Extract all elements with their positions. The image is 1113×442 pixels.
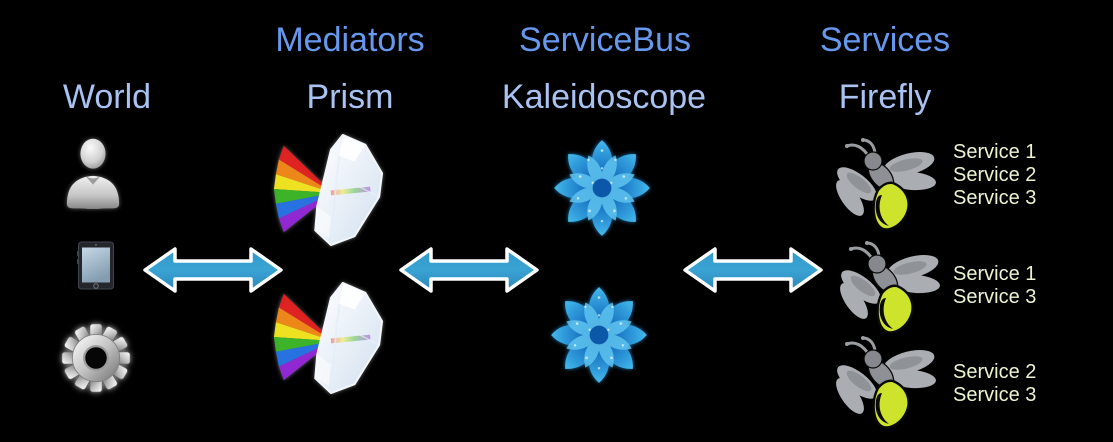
- firefly-heading: Firefly: [838, 78, 932, 116]
- double-arrow-world-mediators: [141, 245, 285, 295]
- service-label: Service 3: [953, 286, 1037, 308]
- services-heading: Services: [819, 21, 951, 59]
- service-list-3: Service 2 Service 3: [953, 361, 1036, 407]
- service-label: Service 2: [953, 164, 1037, 186]
- firefly-icon-3: [833, 335, 938, 435]
- prism-icon-top: [271, 132, 386, 248]
- mediators-heading: Mediators: [275, 21, 425, 59]
- prism-heading: Prism: [306, 78, 394, 116]
- person-icon: [64, 138, 122, 210]
- prism-icon-bottom: [271, 280, 386, 396]
- firefly-icon-2: [837, 240, 942, 340]
- gear-icon: [61, 323, 131, 393]
- double-arrow-mediators-servicebus: [397, 245, 541, 295]
- world-heading: World: [62, 78, 152, 116]
- service-label: Service 1: [953, 263, 1037, 285]
- service-label: Service 3: [953, 384, 1037, 406]
- kaleidoscope-heading: Kaleidoscope: [501, 78, 707, 116]
- service-list-1: Service 1 Service 2 Service 3: [953, 141, 1036, 210]
- service-label: Service 3: [953, 187, 1037, 209]
- firefly-icon-1: [833, 137, 938, 237]
- tablet-icon: [77, 241, 117, 293]
- service-list-2: Service 1 Service 3: [953, 263, 1036, 309]
- servicebus-heading: ServiceBus: [519, 21, 691, 59]
- double-arrow-servicebus-services: [681, 245, 825, 295]
- service-label: Service 2: [953, 361, 1037, 383]
- kaleidoscope-icon-bottom: [547, 283, 651, 387]
- kaleidoscope-icon-top: [550, 136, 654, 240]
- service-label: Service 1: [953, 141, 1037, 163]
